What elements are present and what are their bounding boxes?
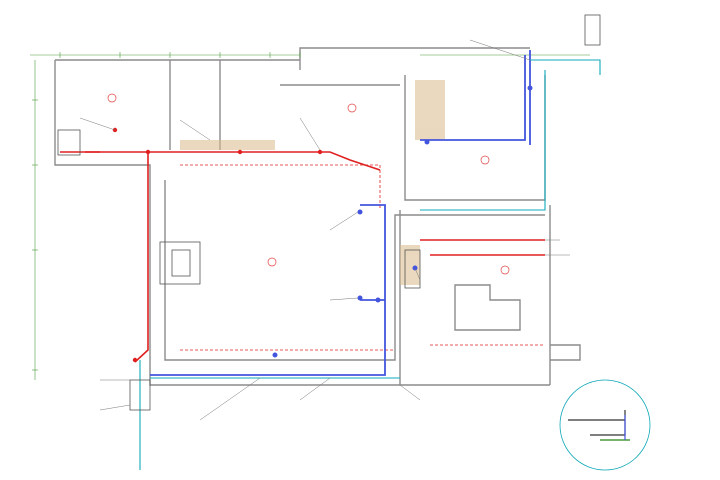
room-marker xyxy=(347,103,357,113)
room-marker xyxy=(500,265,510,275)
boiler-inner xyxy=(171,249,191,277)
valve-node xyxy=(357,209,363,215)
wall-top-left xyxy=(55,47,420,70)
valve-node xyxy=(272,352,278,358)
wall-stub-right xyxy=(550,344,581,361)
supply-main-left xyxy=(85,151,381,171)
supply-node xyxy=(132,357,138,363)
dimension-ticks xyxy=(32,52,301,371)
radiator-right xyxy=(404,249,421,289)
return-bath xyxy=(420,55,526,141)
return-main xyxy=(150,204,386,376)
supply-node xyxy=(237,149,243,155)
supply-left-riser xyxy=(134,152,149,363)
walls xyxy=(54,47,581,386)
valve-node xyxy=(375,297,381,303)
dimension-lines xyxy=(30,54,590,380)
valve-node xyxy=(424,139,430,145)
water-right-drop xyxy=(420,70,546,211)
supply-dashed-loop xyxy=(180,164,381,210)
room-marker xyxy=(267,257,277,267)
wall-closet xyxy=(454,284,521,331)
room-marker xyxy=(480,155,490,165)
water-pipes xyxy=(139,59,601,470)
supply-node xyxy=(317,149,323,155)
heating-supply-dashed xyxy=(180,164,545,351)
valves xyxy=(272,85,533,358)
supply-nodes xyxy=(112,127,323,363)
detail-wall xyxy=(568,410,626,436)
heating-return-pipes xyxy=(150,50,531,376)
room-marker xyxy=(107,93,117,103)
top-right-cabinet xyxy=(584,14,601,46)
water-top xyxy=(530,59,601,75)
detail-circle xyxy=(559,379,651,471)
wall-inner-rooms xyxy=(169,60,400,150)
heating-supply-pipes xyxy=(60,151,545,363)
wall-inner-1 xyxy=(164,180,420,361)
valve-node xyxy=(357,295,363,301)
fixtures xyxy=(57,14,601,411)
room-markers xyxy=(107,93,510,275)
leader-lines xyxy=(79,39,570,421)
valve-node xyxy=(527,85,533,91)
boiler-unit xyxy=(159,241,201,285)
left-wall-box xyxy=(57,129,81,156)
hatch-riser xyxy=(400,245,420,285)
bottom-left-block xyxy=(129,379,151,411)
wall-left xyxy=(54,60,151,370)
detail-callout xyxy=(559,379,651,471)
supply-node xyxy=(145,149,151,155)
hatch-corridor xyxy=(415,80,445,140)
hatch-top-strip xyxy=(180,140,275,150)
